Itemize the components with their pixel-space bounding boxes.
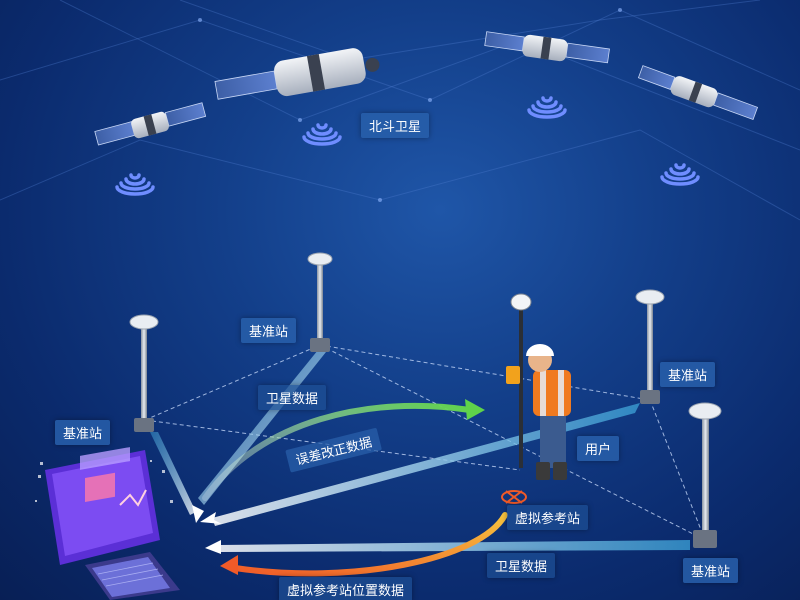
base-station-icon [688, 402, 722, 548]
label-base-station-top: 基准站 [241, 318, 297, 343]
label-satellite-system: 北斗卫星 [361, 113, 430, 138]
satellite-icon [484, 31, 610, 64]
label-user: 用户 [577, 436, 620, 461]
green-arrowhead [465, 399, 485, 420]
vrs-position-arrow [232, 512, 508, 577]
vrs-marker-icon [501, 490, 527, 504]
computer-icon [45, 447, 180, 600]
background-network [0, 0, 800, 221]
label-base-station-bottom: 基准站 [683, 558, 739, 583]
background-particles [35, 460, 173, 503]
orange-arrowhead [220, 555, 238, 575]
label-satellite-data-top: 卫星数据 [258, 385, 327, 410]
label-vrs-position: 虚拟参考站位置数据 [279, 577, 413, 600]
signal-icon [115, 96, 700, 196]
satellite-icon [637, 65, 759, 121]
label-virtual-ref-station: 虚拟参考站 [507, 505, 589, 530]
base-station-icon [307, 252, 333, 352]
label-base-station-right: 基准站 [660, 362, 716, 387]
base-station-icon [635, 289, 665, 404]
satellite-icon [214, 48, 380, 100]
label-satellite-data-bottom: 卫星数据 [487, 553, 556, 578]
base-station-icon [129, 314, 159, 432]
error-correction-arrow [202, 402, 473, 501]
background-nodes [198, 8, 622, 202]
station-network-lines [144, 344, 706, 541]
satellite-icon [94, 102, 207, 146]
data-flow-arrowheads [192, 505, 222, 554]
surveyor-icon [506, 293, 571, 480]
label-base-station-left: 基准站 [55, 420, 111, 445]
